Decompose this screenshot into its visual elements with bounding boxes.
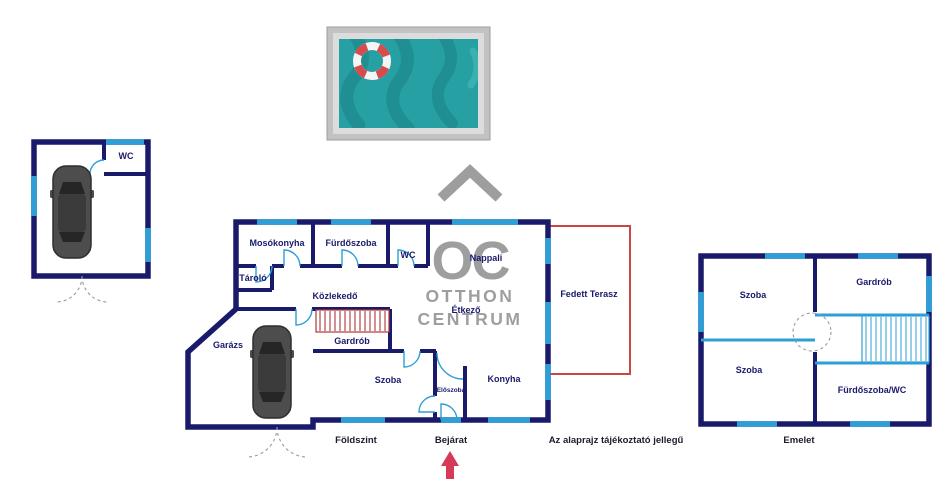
- room-label-konyha: Konyha: [487, 374, 521, 384]
- pool-waves: [340, 39, 478, 128]
- otthon-centrum-watermark: OC OTTHON CENTRUM: [418, 164, 523, 329]
- watermark-roof-icon: [437, 164, 503, 202]
- room-label-etkezo: Étkező: [451, 305, 481, 315]
- staircase-ground: [315, 309, 390, 333]
- ground-floor-door-arcs: [255, 249, 464, 421]
- ground-floor-windows: [257, 219, 551, 423]
- caption-emelet: Emelet: [783, 435, 815, 446]
- room-label-gardrob-emelet: Gardrób: [856, 277, 892, 287]
- caption-bejarat: Bejárat: [435, 435, 468, 446]
- ground-floor-interior-walls: [236, 222, 467, 420]
- garage-windows: [31, 139, 151, 262]
- room-label-furdoszoba: Fürdőszoba: [326, 238, 378, 248]
- upper-floor-windows: [698, 253, 932, 427]
- covered-terrace-outline: [547, 225, 631, 375]
- room-label-szoba-also: Szoba: [736, 365, 763, 375]
- room-label-szoba: Szoba: [375, 375, 402, 385]
- garage-bay-door-swing-arcs: [246, 426, 308, 458]
- room-label-mosokonyha: Mosókonyha: [249, 238, 305, 248]
- room-label-garazs: Garázs: [213, 340, 243, 350]
- ground-floor-labels: Mosókonyha Fürdőszoba WC Nappali Tároló …: [213, 238, 618, 394]
- room-label-fedett-terasz: Fedett Terasz: [560, 289, 618, 299]
- upper-door-swing-arc: [792, 312, 832, 352]
- staircase-ground-steps: [319, 311, 386, 331]
- room-label-gardrob: Gardrób: [334, 336, 370, 346]
- upper-floor-partitions: [701, 313, 929, 365]
- watermark-line1: OTTHON: [426, 286, 515, 306]
- watermark-line2: CENTRUM: [418, 309, 523, 329]
- room-label-tarolo: Tároló: [239, 273, 267, 283]
- entrance-arrow-icon: [441, 451, 459, 479]
- car-icon-garage: [249, 325, 295, 419]
- room-label-nappali: Nappali: [470, 253, 503, 263]
- caption-foldszint: Földszint: [335, 435, 378, 446]
- room-label-szoba-felso: Szoba: [740, 290, 767, 300]
- watermark-monogram: OC: [432, 231, 510, 291]
- ground-floor-outer-walls: [185, 219, 551, 430]
- room-label-kozlekedo: Közlekedő: [312, 291, 358, 301]
- upper-floor-plan: Szoba Szoba Gardrób Fürdőszoba/WC: [698, 253, 932, 427]
- room-label-furdoszoba-wc: Fürdőszoba/WC: [838, 385, 907, 395]
- room-label-wc: WC: [401, 250, 416, 260]
- captions: Földszint Bejárat Az alaprajz tájékoztat…: [335, 435, 815, 446]
- car-icon: [49, 165, 95, 259]
- detached-garage-plan: WC: [31, 139, 151, 303]
- room-label-wc-garage: WC: [119, 151, 134, 161]
- lifebuoy-icon: [353, 42, 391, 80]
- pool-photo: [326, 26, 491, 141]
- garage-wc-door-arc: [89, 159, 105, 175]
- room-label-eloszoba: Előszoba: [437, 387, 466, 394]
- staircase-upper-steps: [865, 317, 927, 361]
- ground-floor-plan: [185, 219, 551, 458]
- caption-disclaimer: Az alaprajz tájékoztató jellegű: [549, 435, 684, 446]
- garage-door-swing-arcs: [55, 275, 109, 303]
- garage-wc-walls: [102, 142, 148, 176]
